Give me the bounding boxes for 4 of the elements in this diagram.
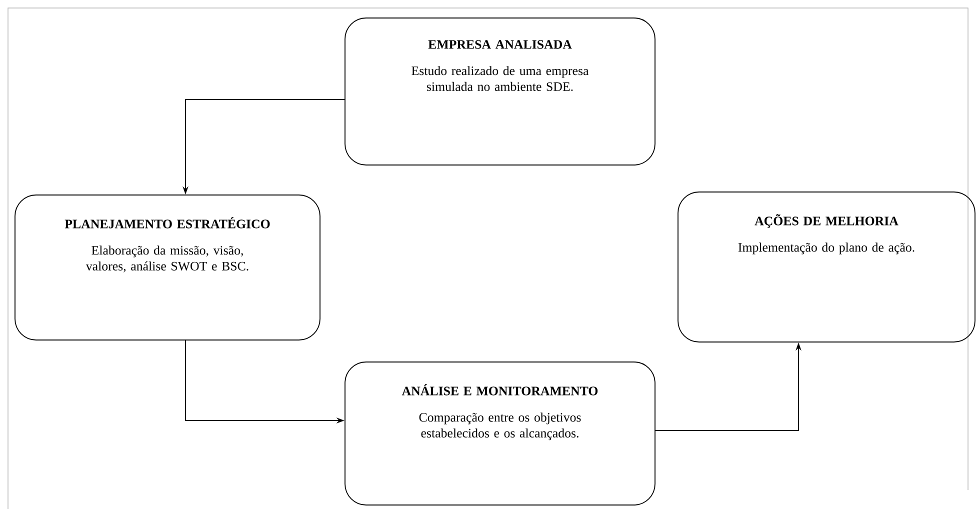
process-box: ANÁLISE E MONITORAMENTO Comparação entre os objetivos estabelecidos e os alcançados. [344,362,656,506]
process-box: PLANEJAMENTO ESTRATÉGICO Elaboração da missão, visão, valores, análise SWOT e BSC. [14,194,320,340]
process-box: AÇÕES DE MELHORIA Implementação do plano de ação. [678,192,976,342]
process-box: EMPRESA ANALISADA Estudo realizado de uma empresa simulada no ambiente SDE. [344,18,656,166]
